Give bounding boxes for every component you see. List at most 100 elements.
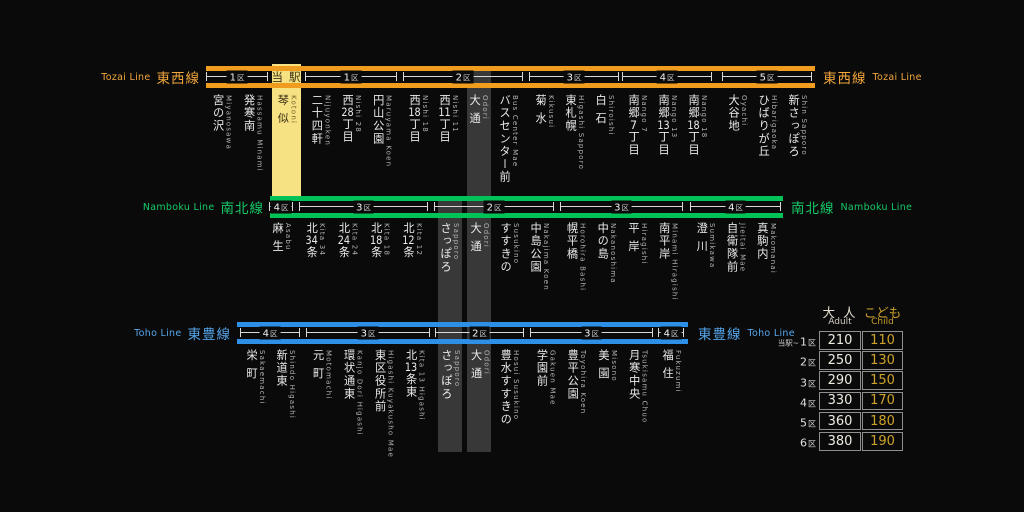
fare-adult-4-button[interactable]: 330 <box>819 391 861 411</box>
fare-child-1-button[interactable]: 110 <box>862 331 903 350</box>
station-name-jp: 真駒内 <box>755 222 769 261</box>
station-name-jp: 澄川 <box>695 222 709 259</box>
station-name-jp: 月寒中央 <box>627 349 641 401</box>
line-stripe-bottom <box>206 83 815 88</box>
station-name-jp: 西28丁目 <box>341 94 355 144</box>
station-name-en: Shin Sapporo <box>800 95 809 156</box>
fare-header-child-jp: こども <box>863 305 902 320</box>
station-name-jp: さっぽろ <box>439 222 453 274</box>
tozai-label-right: 東西線 Tozai Line <box>823 67 922 87</box>
station-name-jp: 白石 <box>594 94 608 131</box>
zone-label: 4区 <box>725 200 746 213</box>
station-name-en: Minami Hiragishi <box>670 223 679 301</box>
station-name-jp: 平岸 <box>626 222 640 259</box>
fare-child-4-button[interactable]: 170 <box>862 391 903 411</box>
tozai-name-en: Tozai Line <box>101 71 151 83</box>
zone-bracket: 4区 <box>269 200 293 213</box>
station-name-jp: 麻生 <box>271 222 285 259</box>
line-stripe-top <box>237 322 688 327</box>
station-name-en: Higashi Kuyakusho Mae <box>386 350 395 459</box>
station-name-en: Miyanosawa <box>224 95 233 151</box>
station-name-en: Nishi 28 <box>354 95 363 133</box>
station-name-jp: 二十四軒 <box>310 94 324 146</box>
station-name-jp: 南郷13丁目 <box>657 94 671 157</box>
station-name-en: Nakanoshima <box>609 223 618 284</box>
zone-bracket: 2区 <box>403 70 523 83</box>
station-name-jp: 大通 <box>469 222 483 259</box>
fare-header-adult-en: Adult <box>828 317 852 327</box>
station-name-en: Hosui Susukino <box>512 350 521 421</box>
station-name-jp: 学園前 <box>535 349 549 388</box>
fare-row-label-4: 4区 <box>800 396 816 410</box>
station-name-jp: 宮の沢 <box>211 94 225 133</box>
zone-bracket: 4区 <box>690 200 781 213</box>
station-name-en: Nijuyonken <box>323 95 332 146</box>
station-name-jp: 南郷7丁目 <box>627 94 641 157</box>
fare-row-label-2: 2区 <box>800 355 816 369</box>
tozai-name-jp: 東西線 <box>823 71 867 87</box>
fare-child-3-button[interactable]: 150 <box>862 371 903 390</box>
tozai-name-en: Tozai Line <box>872 71 922 83</box>
station-name-en: Nango 7 <box>640 95 649 133</box>
station-name-jp: すすきの <box>499 222 513 274</box>
fare-adult-1-button[interactable]: 210 <box>819 331 861 350</box>
station-name-jp: 豊平公園 <box>566 349 580 401</box>
station-name-jp: 西18丁目 <box>408 94 422 144</box>
fare-adult-5-button[interactable]: 360 <box>819 411 861 431</box>
station-name-en: Nango 13 <box>670 95 679 139</box>
zone-bracket: 3区 <box>306 326 430 339</box>
station-name-jp: 環状通東 <box>342 349 356 401</box>
fare-child-6-button[interactable]: 190 <box>862 432 903 451</box>
station-name-jp: 中の島 <box>596 222 610 261</box>
station-name-en: Higashi Sapporo <box>577 95 586 171</box>
fare-header-child-en: Child <box>871 317 894 327</box>
station-name-jp: 福住 <box>661 349 675 386</box>
station-name-jp: 北34条 <box>305 222 319 259</box>
station-name-en: Odori <box>481 95 490 121</box>
zone-label: 5区 <box>756 70 778 83</box>
zone-bracket: 4区 <box>240 326 300 339</box>
fare-adult-3-button[interactable]: 290 <box>819 371 861 390</box>
fare-row-label-5: 5区 <box>800 416 816 430</box>
station-name-jp: 美園 <box>596 349 610 386</box>
fare-child-5-button[interactable]: 180 <box>862 411 903 431</box>
zone-label: 3区 <box>357 326 379 339</box>
toho-name-jp: 東豊線 <box>698 327 742 343</box>
station-name-jp: 大通 <box>469 349 483 386</box>
station-name-en: Kikusui <box>547 95 556 129</box>
zone-label: 3区 <box>353 200 374 213</box>
fare-child-2-button[interactable]: 130 <box>862 351 903 370</box>
station-name-jp: 元町 <box>311 349 325 386</box>
station-name-en: Hiragishi <box>639 223 648 265</box>
zone-label: 3区 <box>563 70 585 83</box>
fare-adult-6-button[interactable]: 380 <box>819 432 861 451</box>
station-name-en: Sapporo <box>452 223 461 261</box>
station-name-en: Kita 12 <box>414 223 423 257</box>
station-name-jp: 幌平橋 <box>565 222 579 261</box>
fare-row-label-6: 6区 <box>800 436 816 450</box>
station-name-en: Gakuen Mae <box>548 350 557 406</box>
fare-adult-2-button[interactable]: 250 <box>819 351 861 370</box>
